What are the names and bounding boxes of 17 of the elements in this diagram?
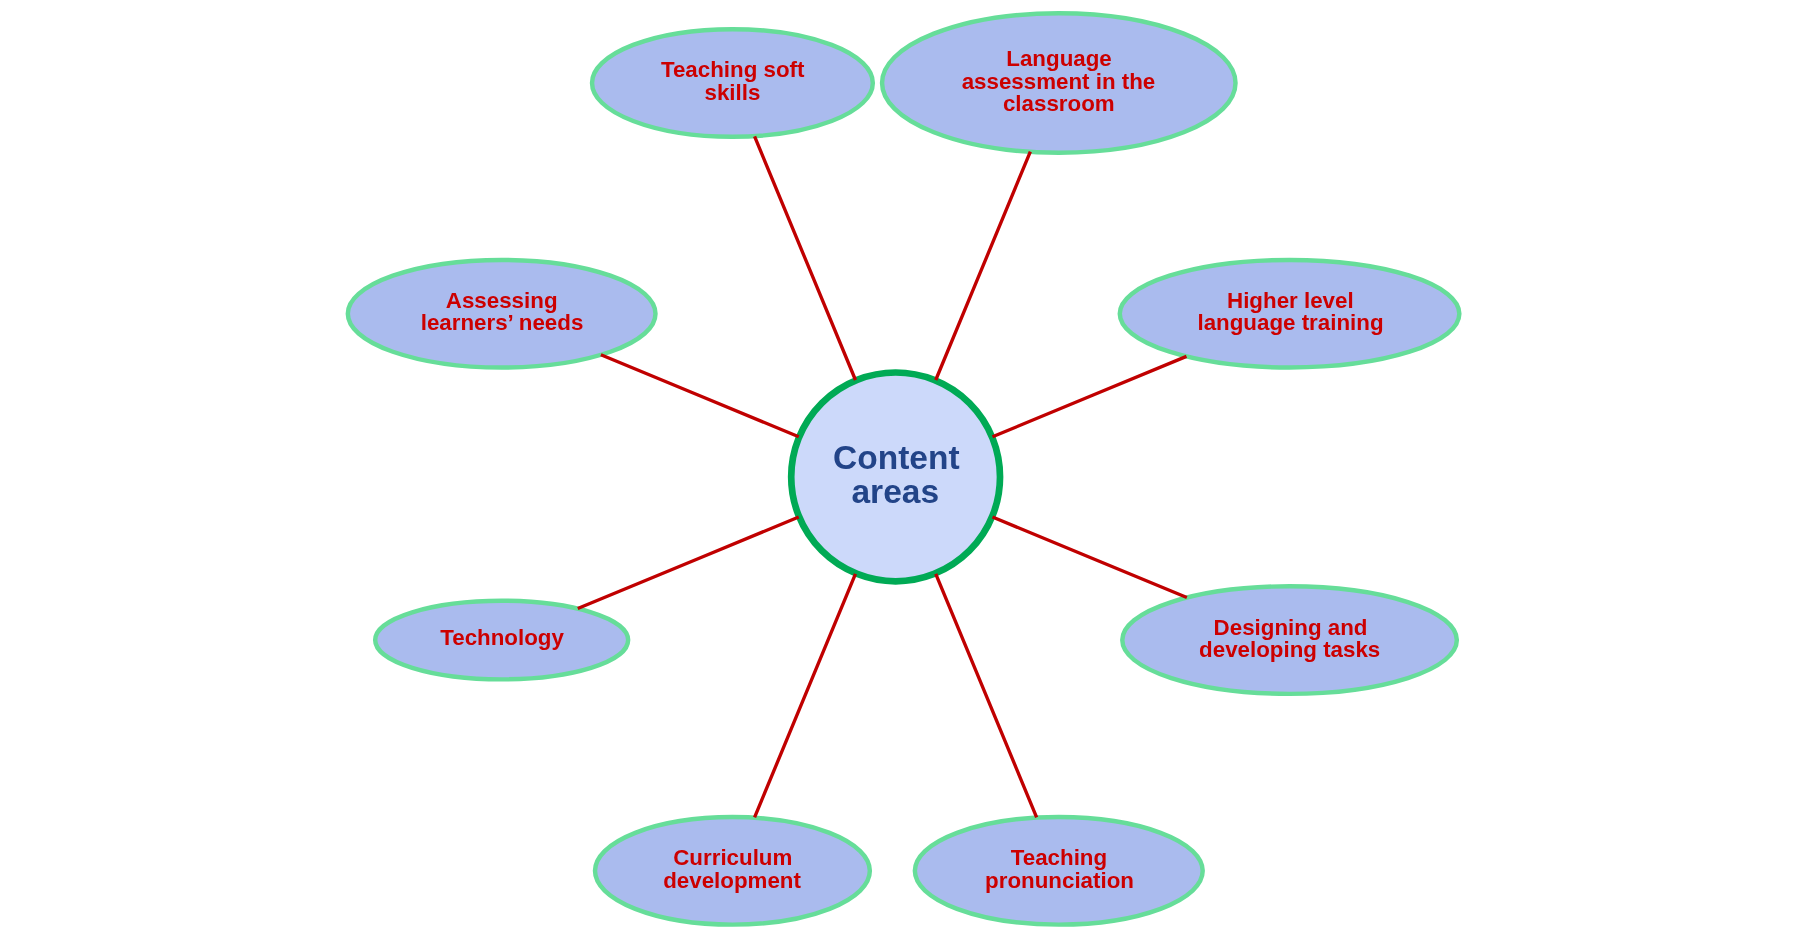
node-ellipse: Higher level language training — [1117, 257, 1462, 370]
node-ellipse: Language assessment in the classroom — [879, 10, 1238, 155]
connector — [933, 150, 1032, 381]
connector — [752, 135, 857, 381]
node-ellipse: Technology — [372, 598, 630, 682]
connector — [933, 572, 1038, 818]
connector — [599, 352, 799, 438]
connector — [752, 572, 857, 818]
connector — [991, 514, 1187, 599]
node-ellipse: Designing and developing tasks — [1119, 583, 1459, 696]
node-ellipse: Teaching pronunciation — [912, 814, 1205, 927]
node-ellipse: Teaching soft skills — [589, 26, 875, 139]
connector — [576, 514, 799, 610]
node-ellipse: Assessing learners’ needs — [345, 257, 658, 370]
node-ellipse: Curriculum development — [592, 814, 872, 927]
connector — [991, 354, 1187, 438]
node-circle: Content areas — [787, 368, 1003, 585]
